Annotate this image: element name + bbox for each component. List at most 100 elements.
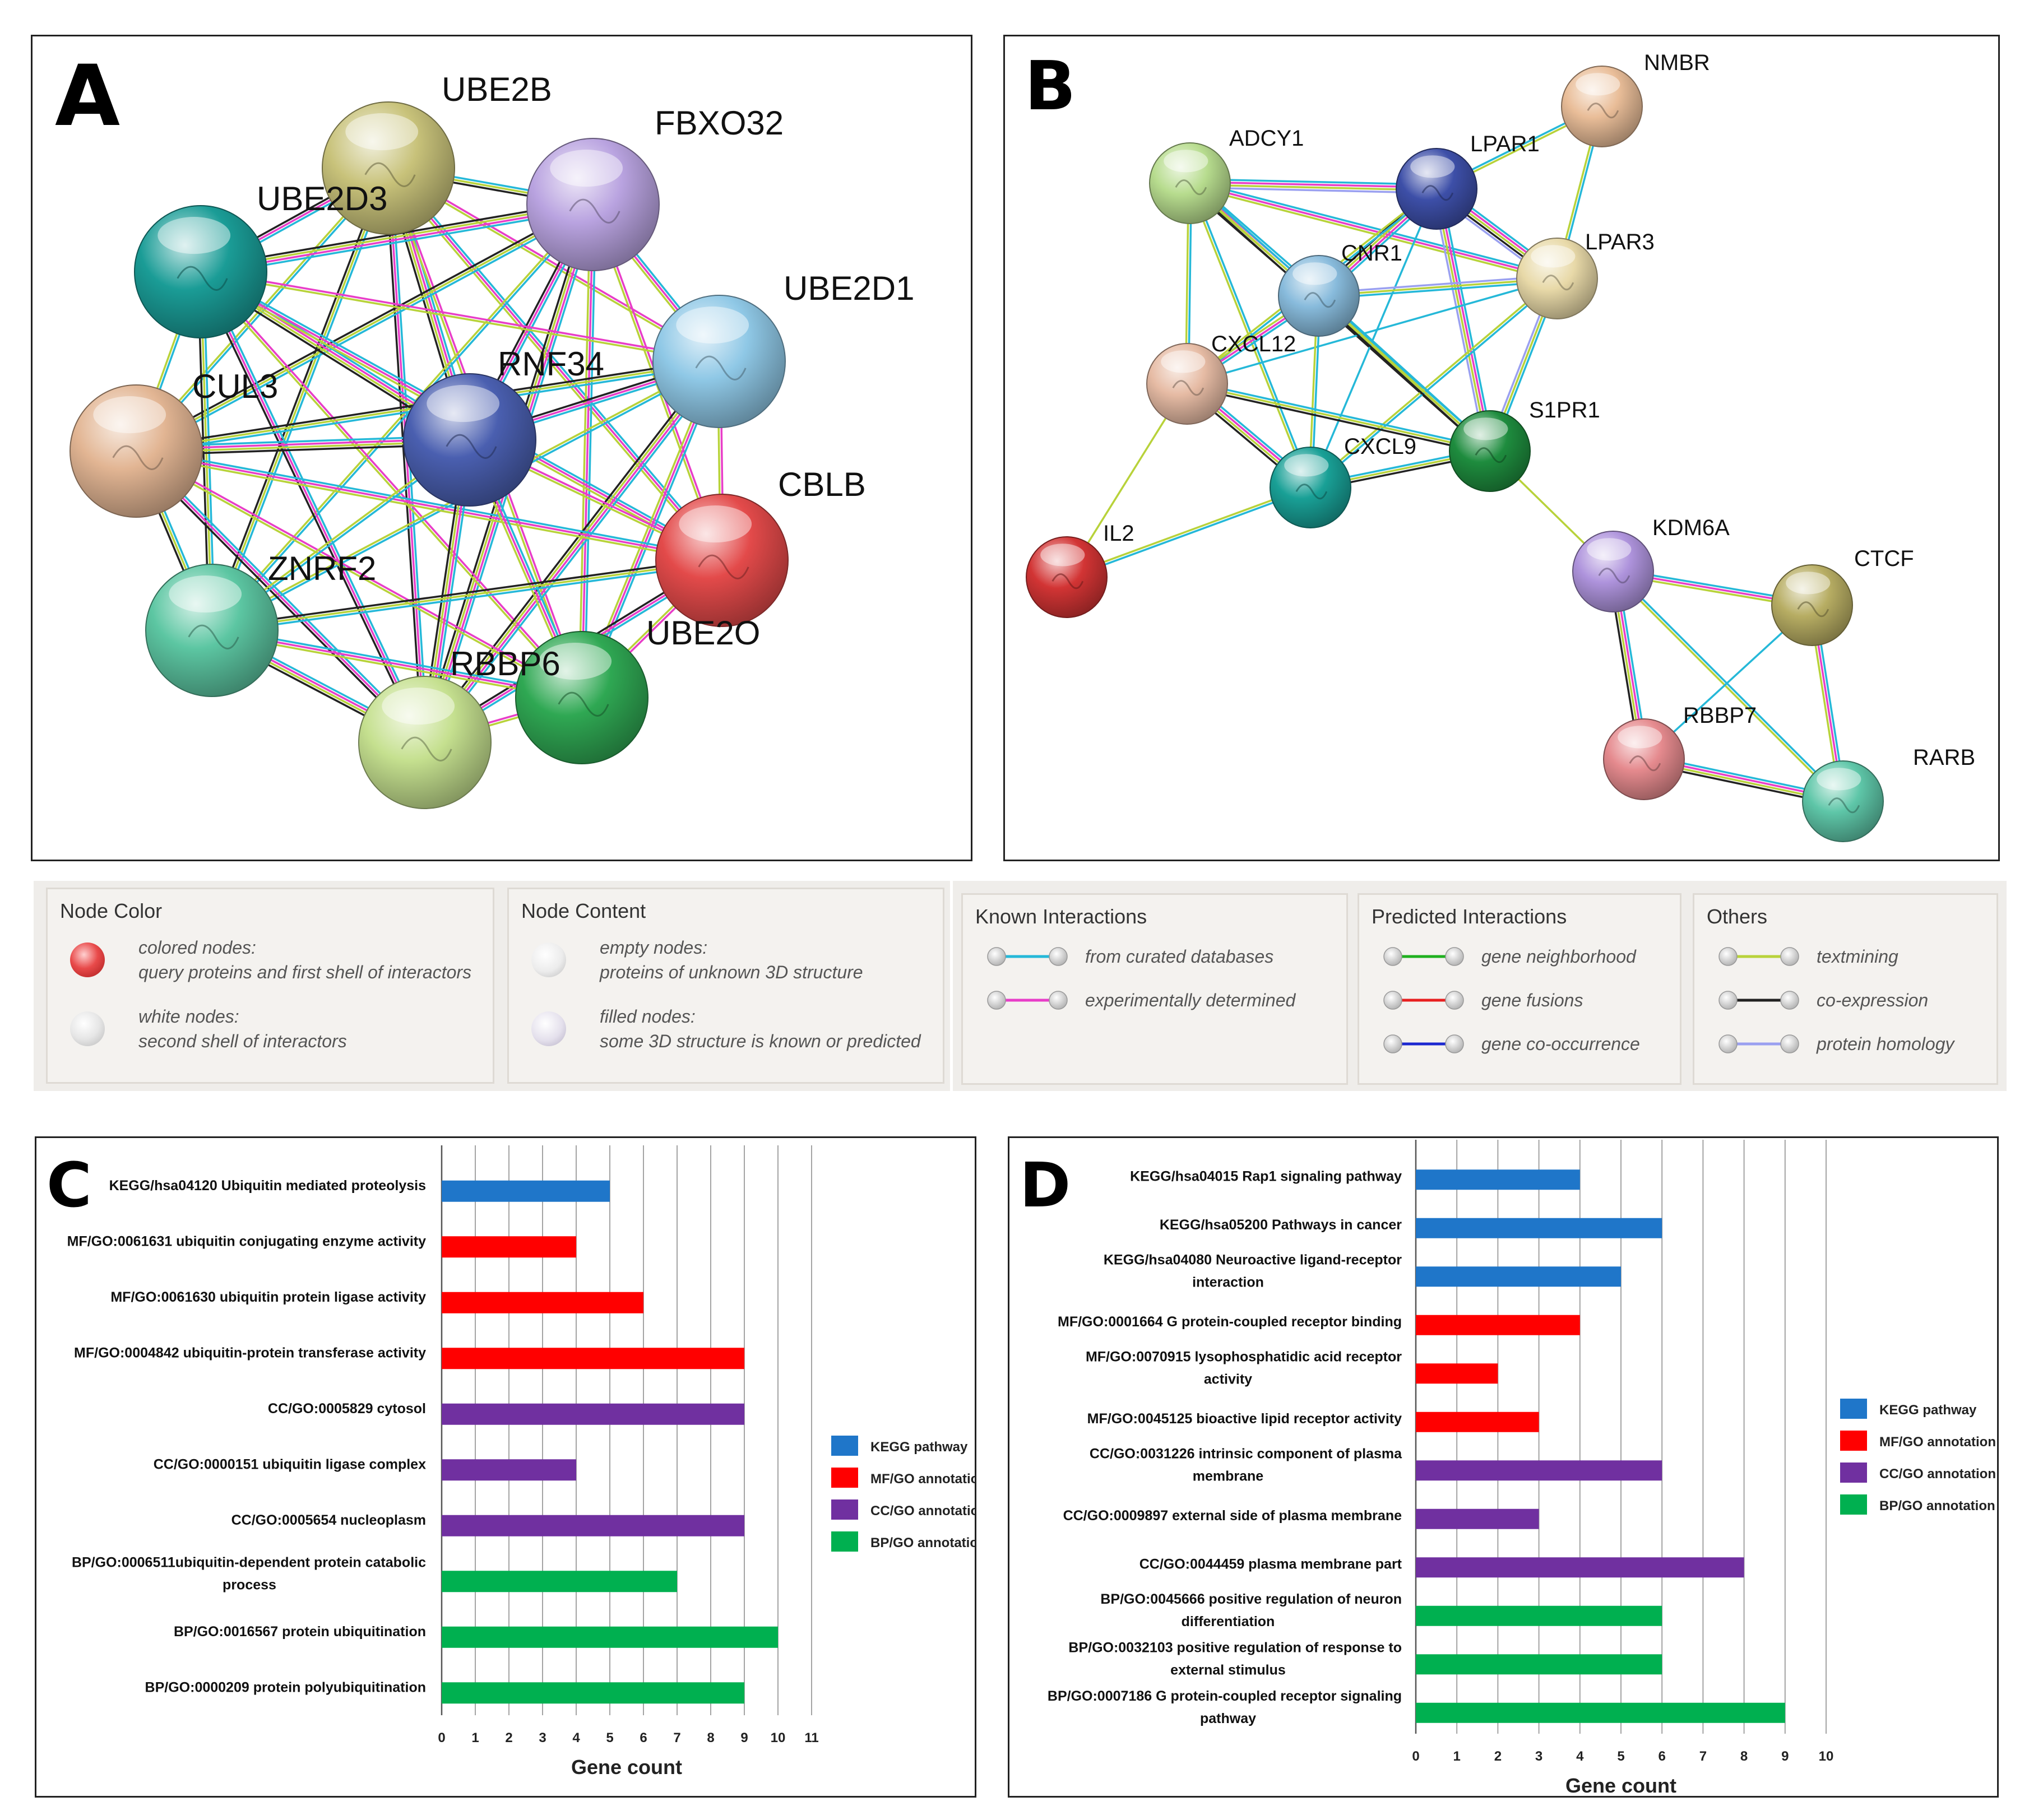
node-label-ube2b: UBE2B (442, 71, 552, 108)
edge-fbxo32-ube2o (578, 204, 591, 698)
edge-cxcl9-il2 (1067, 487, 1312, 579)
node-znrf2[interactable] (145, 564, 279, 697)
network-a-svg: UBE2BFBXO32UBE2D3UBE2D1CUL3RNF34CBLBZNRF… (70, 71, 914, 809)
category-label: MF/GO:0061631 ubiquitin conjugating enzy… (67, 1233, 427, 1249)
edge-lpar3-cxcl9 (1310, 278, 1559, 490)
bar-mf-go-0001664-g-protein-coupled-receptor-binding (1416, 1315, 1580, 1335)
edge-adcy1-lpar1 (1190, 180, 1437, 189)
edge-cxcl12-s1pr1 (1187, 380, 1491, 449)
node-label-rbbp7: RBBP7 (1683, 703, 1757, 728)
gene-neighborhood-line-icon (1383, 947, 1464, 966)
legend-others: Others textmining co-expression protein … (1693, 893, 1998, 1085)
node-label-lpar3: LPAR3 (1585, 230, 1655, 254)
legend-node-color-title: Node Color (60, 899, 163, 922)
node-cxcl9[interactable] (1270, 447, 1351, 528)
bar-mf-go-0070915-lysophosphatidic-acid-receptor-activity (1416, 1363, 1498, 1384)
edge-fbxo32-znrf2 (210, 203, 593, 630)
category-label: MF/GO:0061630 ubiquitin protein ligase a… (110, 1289, 426, 1305)
bar-mf-go-0004842-ubiquitin-protein-transferase-activity (442, 1348, 744, 1369)
edge-ube2b-rbbp6 (385, 168, 423, 743)
legend-others-title: Others (1707, 905, 1768, 928)
edge-cul3-cblb (135, 453, 722, 564)
panel-a-letter: A (55, 48, 121, 145)
bar-bp-go-0045666-positive-regulation-of-neuron-differentiation (1416, 1605, 1662, 1626)
node-nmbr[interactable] (1561, 66, 1643, 147)
node-rarb[interactable] (1802, 760, 1884, 842)
edge-ube2d3-ube2o (198, 272, 582, 699)
node-kdm6a[interactable] (1572, 531, 1654, 612)
edge-cxcl12-s1pr1 (1187, 383, 1490, 452)
node-label-ube2d1: UBE2D1 (784, 270, 914, 307)
string-legend: Node Color colored nodes: query proteins… (34, 881, 2007, 1091)
node-ctcf[interactable] (1771, 564, 1853, 646)
panel-c-letter: C (47, 1149, 92, 1221)
x-tick-label: 3 (539, 1730, 546, 1745)
node-ube2d1[interactable] (652, 295, 786, 428)
bar-kegg-hsa04120-ubiquitin-mediated-proteolysis (442, 1180, 610, 1202)
textmining-line-icon (1718, 947, 1799, 966)
category-label: CC/GO:0000151 ubiquitin ligase complex (154, 1456, 426, 1472)
node-rnf34[interactable] (403, 373, 536, 507)
node-label-s1pr1: S1PR1 (1529, 398, 1600, 422)
node-label-cnr1: CNR1 (1341, 241, 1402, 266)
node-ube2o[interactable] (515, 631, 648, 764)
edge-cxcl12-s1pr1 (1186, 386, 1490, 455)
x-tick-label: 0 (438, 1730, 445, 1745)
edge-cul3-ube2o (135, 451, 582, 700)
bar-kegg-hsa04080-neuroactive-ligand-receptor-interaction (1416, 1266, 1621, 1287)
x-tick-label: 11 (804, 1730, 818, 1745)
node-cblb[interactable] (655, 494, 789, 627)
edge-ube2d3-ube2d1 (201, 269, 720, 361)
node-cul3[interactable] (70, 384, 203, 518)
node-ube2b[interactable] (322, 101, 455, 235)
category-label: MF/GO:0045125 bioactive lipid receptor a… (1087, 1411, 1402, 1427)
category-label: CC/GO:0005829 cytosol (268, 1401, 426, 1417)
node-label-ube2o: UBE2O (646, 614, 760, 652)
legend-predicted-title: Predicted Interactions (1372, 905, 1567, 928)
panel-d-letter: D (1020, 1149, 1071, 1221)
x-axis-label: Gene count (1565, 1774, 1676, 1796)
node-rbbp7[interactable] (1603, 718, 1685, 800)
bar-bp-go-0006511ubiquitin-dependent-protein-catabolic-process (442, 1571, 677, 1592)
bar-kegg-hsa04015-rap1-signaling-pathway (1416, 1169, 1580, 1190)
node-s1pr1[interactable] (1449, 410, 1531, 492)
node-il2[interactable] (1026, 536, 1108, 618)
node-lpar1[interactable] (1396, 148, 1477, 230)
edge-lpar1-s1pr1 (1431, 189, 1487, 452)
legend-node-color: Node Color colored nodes: query proteins… (46, 888, 494, 1084)
legend-gene-co-occurrence: gene co-occurrence (1481, 1034, 1640, 1054)
node-label-fbxo32: FBXO32 (655, 104, 784, 142)
legend-label-cc-go-annotation: CC/GO annotation (1879, 1466, 1996, 1482)
x-tick-label: 4 (572, 1730, 580, 1745)
node-rbbp6[interactable] (358, 676, 492, 809)
node-cnr1[interactable] (1278, 255, 1360, 337)
bar-mf-go-0045125-bioactive-lipid-receptor-activity (1416, 1412, 1539, 1432)
legend-empty-label: empty nodes: (600, 937, 708, 958)
legend-label-cc-go-annotation: CC/GO annotation (870, 1503, 975, 1519)
gene-fusions-line-icon (1383, 991, 1464, 1010)
gene-co-occurrence-line-icon (1383, 1034, 1464, 1053)
edge-kdm6a-rarb (1613, 569, 1845, 801)
bar-mf-go-0061631-ubiquitin-conjugating-enzyme-activity (442, 1236, 576, 1258)
node-ube2d3[interactable] (134, 205, 267, 338)
node-fbxo32[interactable] (526, 138, 660, 271)
edge-ube2d1-rbbp6 (420, 358, 717, 741)
legend-experimentally-determined: experimentally determined (1085, 990, 1296, 1010)
x-tick-label: 8 (1740, 1749, 1748, 1764)
edge-cblb-znrf2 (212, 562, 722, 634)
bar-bp-go-0032103-positive-regulation-of-response-to-external-stimulus (1416, 1654, 1662, 1675)
node-lpar3[interactable] (1516, 238, 1598, 319)
legend-colored-label: colored nodes: (138, 937, 256, 958)
panel-b-letter: B (1025, 48, 1076, 126)
category-label: KEGG/hsa05200 Pathways in cancer (1160, 1217, 1402, 1233)
node-label-rbbp6: RBBP6 (450, 645, 560, 682)
legend-empty-desc: proteins of unknown 3D structure (600, 962, 863, 982)
node-cxcl12[interactable] (1146, 343, 1228, 425)
edge-adcy1-cxcl9 (1188, 183, 1310, 489)
node-adcy1[interactable] (1149, 142, 1231, 224)
